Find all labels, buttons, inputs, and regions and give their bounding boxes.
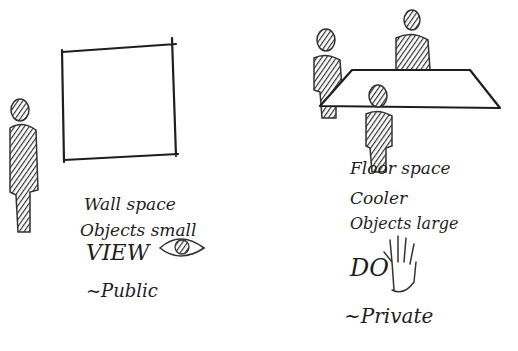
wall-square	[62, 38, 178, 162]
sketch-note: Wall space	[84, 196, 176, 213]
person-figure	[10, 99, 38, 232]
sketch-note: Objects large	[350, 216, 459, 232]
eye-icon	[160, 239, 204, 256]
sketch-note: VIEW	[86, 242, 149, 264]
sketch-note: Floor space	[350, 160, 451, 177]
sketch-note: ~Public	[86, 282, 158, 300]
sketch-note: DO	[350, 256, 389, 280]
person-figure	[396, 10, 430, 70]
sketch-note: Cooler	[350, 190, 407, 207]
person-figure	[366, 85, 392, 172]
table-outline	[320, 70, 500, 108]
sketch-note: Objects small	[80, 222, 197, 239]
sketch-note: ~Private	[344, 306, 433, 326]
